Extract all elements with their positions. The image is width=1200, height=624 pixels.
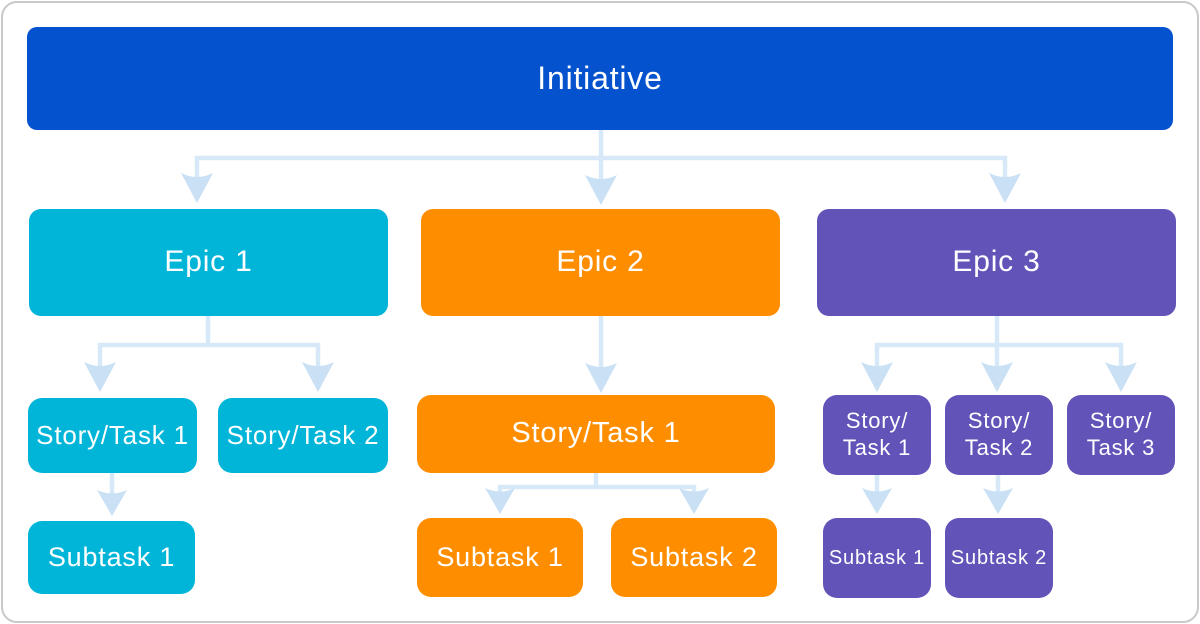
epic1-story-task-2-node: Story/Task 2 [218, 398, 388, 473]
arrow-to-epic2-story1 [585, 363, 617, 393]
connector-epic3-rail [874, 342, 1124, 367]
epic2-subtask-1-node: Subtask 1 [417, 518, 583, 597]
epic2-subtask-1-label: Subtask 1 [436, 542, 564, 573]
epic1-subtask-1-label: Subtask 1 [47, 542, 176, 573]
epic3-story-task-3-node: Story/ Task 3 [1067, 395, 1175, 475]
epic2-subtask-2-node: Subtask 2 [611, 518, 777, 597]
epic2-story-task-1-label: Story/Task 1 [511, 417, 681, 450]
connector-initiative-rail [194, 155, 1008, 180]
epic2-story-task-1-node: Story/Task 1 [417, 395, 775, 473]
arrow-to-epic1-subtask1 [97, 490, 127, 516]
epic3-story-task-2-node: Story/ Task 2 [945, 395, 1053, 475]
epic3-story-task-2-label-line1: Story/ [967, 408, 1031, 434]
connector-epic2-story-rail [497, 484, 697, 492]
epic3-story-task-1-label-line1: Story/ [845, 408, 909, 434]
epic3-subtask-2-label: Subtask 2 [950, 546, 1048, 569]
epic3-story-task-1-label-line2: Task 1 [842, 435, 912, 460]
epic3-story-task-3-label-line2: Task 3 [1086, 435, 1156, 460]
epic2-subtask-2-label: Subtask 2 [630, 542, 758, 573]
connector-epic1-rail [97, 342, 321, 367]
epic-1-label: Epic 1 [164, 245, 253, 279]
initiative-label: Initiative [537, 59, 663, 96]
epic1-story-task-1-label: Story/Task 1 [36, 419, 189, 450]
arrow-to-epic2-subtask2 [679, 488, 709, 514]
arrow-to-epic2-subtask1 [485, 488, 515, 514]
arrow-to-epic2 [585, 175, 617, 205]
epic-3-node: Epic 3 [817, 209, 1176, 316]
epic3-subtask-1-node: Subtask 1 [823, 518, 931, 598]
arrow-to-epic3-story2 [981, 362, 1013, 392]
arrow-to-epic1 [181, 173, 213, 203]
epic1-story-task-2-label: Story/Task 2 [226, 419, 380, 450]
epic3-story-task-2-label-line2: Task 2 [964, 435, 1034, 460]
arrow-to-epic3-subtask2 [983, 488, 1013, 514]
epic1-subtask-1-node: Subtask 1 [28, 521, 195, 594]
initiative-node: Initiative [27, 27, 1173, 130]
arrow-to-epic3-story1 [861, 362, 893, 392]
arrow-to-epic1-story2 [302, 362, 334, 392]
epic-2-label: Epic 2 [556, 245, 645, 279]
epic3-subtask-1-label: Subtask 1 [828, 546, 926, 569]
epic3-story-task-1-node: Story/ Task 1 [823, 395, 931, 475]
epic-3-label: Epic 3 [952, 245, 1041, 279]
arrow-to-epic1-story1 [84, 362, 116, 392]
arrow-to-epic3-story3 [1105, 362, 1137, 392]
epic1-story-task-1-node: Story/Task 1 [28, 398, 197, 473]
epic-1-node: Epic 1 [29, 209, 388, 316]
arrow-to-epic3-subtask1 [862, 488, 892, 514]
epic-2-node: Epic 2 [421, 209, 780, 316]
arrow-to-epic3 [989, 173, 1021, 203]
epic3-subtask-2-node: Subtask 2 [945, 518, 1053, 598]
epic3-story-task-3-label-line1: Story/ [1089, 408, 1153, 434]
